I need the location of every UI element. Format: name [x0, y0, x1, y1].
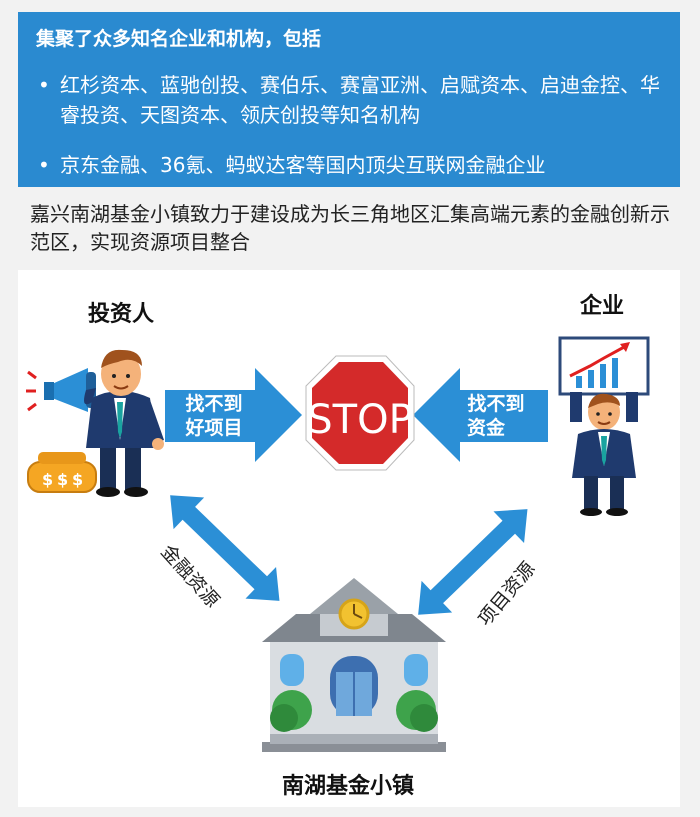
left-arrow: 找不到 好项目	[165, 368, 302, 462]
money-bag-icon: $ $ $	[27, 452, 97, 493]
investor-label: 投资人	[88, 302, 155, 327]
investor-figure: $ $ $	[26, 349, 164, 497]
megaphone-icon	[26, 368, 96, 412]
svg-text:$: $	[42, 470, 53, 489]
right-arrow-line2: 资金	[467, 416, 506, 439]
stop-text: STOP	[307, 397, 412, 443]
finance-resource-arrow: 金融资源	[156, 495, 280, 612]
intro-text: 嘉兴南湖基金小镇致力于建设成为长三角地区汇集高端元素的金融创新示范区，实现资源项…	[30, 202, 670, 254]
bullet-icon: •	[38, 73, 50, 97]
enterprise-figure	[558, 336, 650, 516]
banner-title: 集聚了众多知名企业和机构，包括	[36, 28, 322, 50]
left-arrow-line1: 找不到	[185, 393, 242, 415]
growth-chart-icon	[558, 336, 650, 396]
stop-sign-icon: STOP	[305, 355, 415, 471]
svg-text:$: $	[72, 470, 83, 489]
bullet-text: 红杉资本、蓝驰创投、赛伯乐、赛富亚洲、启赋资本、启迪金控、华睿投资、天图资本、领…	[60, 73, 660, 127]
bullet-icon: •	[38, 153, 50, 177]
info-banner: 集聚了众多知名企业和机构，包括 • 红杉资本、蓝驰创投、赛伯乐、赛富亚洲、启赋资…	[18, 12, 680, 187]
bullet-text: 京东金融、36氪、蚂蚁达客等国内顶尖互联网金融企业	[60, 153, 546, 177]
left-arrow-line2: 好项目	[184, 416, 242, 439]
svg-text:$: $	[57, 470, 68, 489]
project-resource-label: 项目资源	[474, 558, 540, 630]
finance-resource-label: 金融资源	[156, 541, 223, 612]
town-label: 南湖基金小镇	[282, 774, 415, 799]
enterprise-label: 企业	[580, 294, 625, 319]
right-arrow-line1: 找不到	[467, 393, 524, 415]
project-resource-arrow: 项目资源	[418, 509, 540, 630]
right-arrow: 找不到 资金	[413, 368, 548, 462]
building-icon	[262, 578, 446, 752]
